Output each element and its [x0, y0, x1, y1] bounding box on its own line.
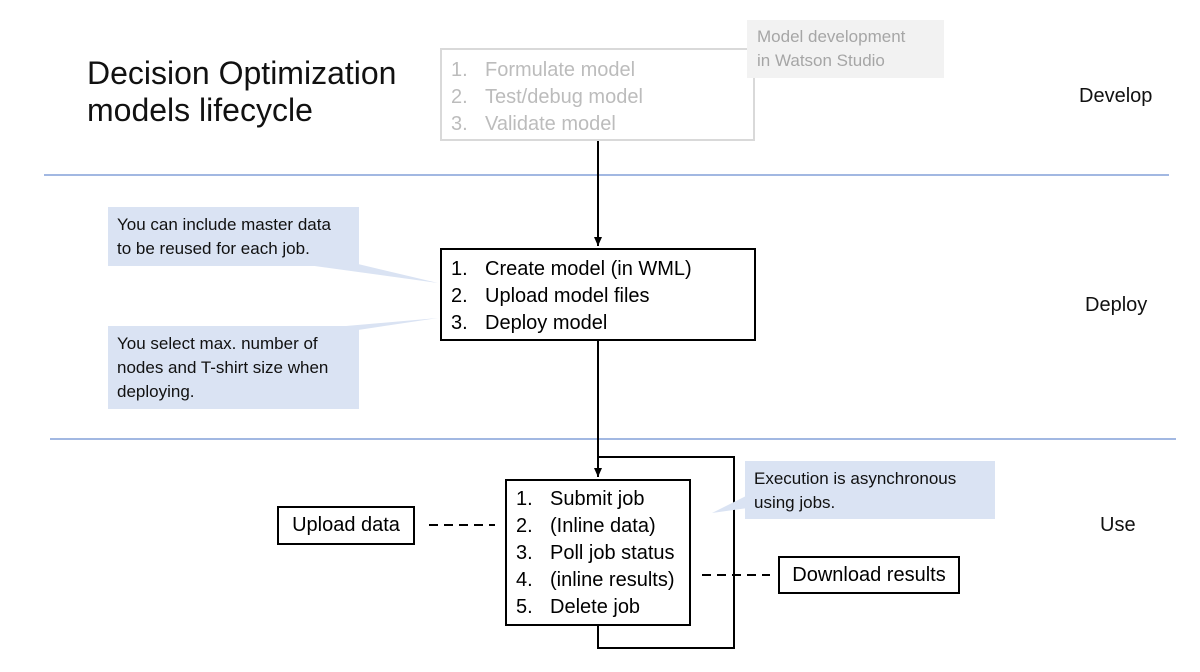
deploy-callout-line1: You select max. number of	[117, 334, 318, 353]
develop-step-number: 1.	[451, 59, 468, 81]
deploy-step-number: 3.	[451, 312, 468, 334]
use-step-text: Poll job status	[550, 542, 675, 564]
use-step-text: Submit job	[550, 488, 645, 510]
use-step: 4. (inline results)	[516, 567, 689, 594]
async-callout: Execution is asynchronous using jobs.	[745, 461, 995, 519]
deploy-callout-line2: nodes and T-shirt size when	[117, 358, 329, 377]
develop-step: 3. Validate model	[451, 111, 753, 138]
deploy-step-number: 1.	[451, 258, 468, 280]
deploy-step: 2. Upload model files	[451, 283, 754, 310]
use-step-text: Delete job	[550, 596, 641, 618]
deploy-step-text: Deploy model	[485, 312, 608, 334]
develop-callout-line2: in Watson Studio	[757, 51, 885, 70]
job-loop-connector	[597, 456, 735, 649]
deploy-step-text: Create model (in WML)	[485, 258, 692, 280]
develop-step-number: 3.	[451, 113, 468, 135]
develop-step: 1. Formulate model	[451, 57, 753, 84]
async-callout-line1: Execution is asynchronous	[754, 469, 957, 488]
use-step-number: 4.	[516, 569, 533, 591]
master-data-callout: You can include master data to be reused…	[108, 207, 359, 266]
develop-step-text: Validate model	[485, 113, 616, 135]
develop-steps-box: 1. Formulate model 2. Test/debug model 3. V…	[440, 48, 755, 141]
develop-step: 2. Test/debug model	[451, 84, 753, 111]
deploy-callout-line3: deploying.	[117, 382, 195, 401]
stage-label-use: Use	[1100, 514, 1136, 536]
use-step-text: (inline results)	[550, 569, 675, 591]
diagram-title: Decision Optimization models lifecycle	[87, 55, 396, 129]
use-step-text: (Inline data)	[550, 515, 656, 537]
develop-callout-line1: Model development	[757, 27, 906, 46]
master-data-callout-line2: to be reused for each job.	[117, 239, 310, 258]
diagram-title-line1: Decision Optimization	[87, 55, 397, 91]
use-step-number: 2.	[516, 515, 533, 537]
deploy-step-text: Upload model files	[485, 285, 650, 307]
use-step: 5. Delete job	[516, 594, 689, 621]
diagram-title-line2: models lifecycle	[87, 92, 313, 128]
deploy-step: 3. Deploy model	[451, 310, 754, 337]
async-callout-line2: using jobs.	[754, 493, 836, 512]
use-step-number: 3.	[516, 542, 533, 564]
use-steps-box: 1. Submit job 2. (Inline data) 3. Poll job …	[505, 479, 691, 626]
stage-label-deploy: Deploy	[1085, 294, 1148, 316]
use-step: 2. (Inline data)	[516, 513, 689, 540]
deploy-step-number: 2.	[451, 285, 468, 307]
deploy-steps-box: 1. Create model (in WML) 2. Upload model f…	[440, 248, 756, 341]
develop-step-text: Formulate model	[485, 59, 636, 81]
master-data-callout-line1: You can include master data	[117, 215, 331, 234]
develop-step-number: 2.	[451, 86, 468, 108]
use-step-number: 1.	[516, 488, 533, 510]
use-step: 1. Submit job	[516, 486, 689, 513]
develop-callout: Model development in Watson Studio	[747, 20, 944, 78]
develop-step-text: Test/debug model	[485, 86, 643, 108]
use-step-number: 5.	[516, 596, 533, 618]
stage-label-develop: Develop	[1079, 85, 1153, 107]
master-data-callout-pointer	[300, 264, 438, 283]
download-results-box: Download results	[778, 556, 960, 594]
deploy-step: 1. Create model (in WML)	[451, 256, 754, 283]
upload-data-box: Upload data	[277, 506, 415, 545]
use-step: 3. Poll job status	[516, 540, 689, 567]
deploy-callout: You select max. number of nodes and T-sh…	[108, 326, 359, 409]
